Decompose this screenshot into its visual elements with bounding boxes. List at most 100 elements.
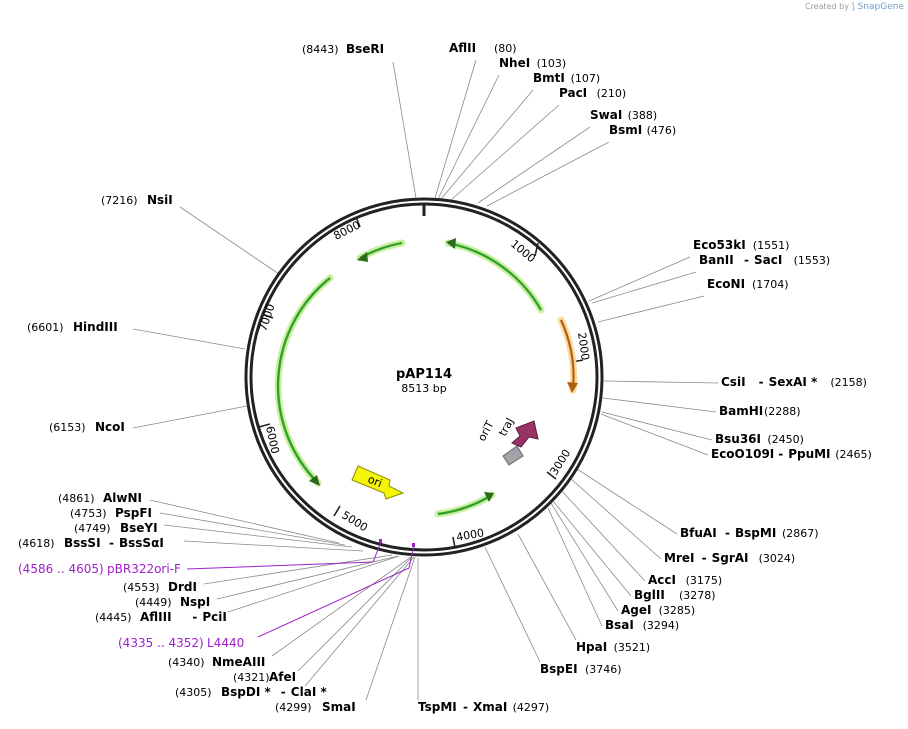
site-name: BmtI [533, 71, 565, 85]
site-label-tspmi[interactable]: TspMI-XmaI(4297) [418, 700, 549, 714]
site-name-separator: - [744, 253, 749, 267]
site-name: HpaI [576, 640, 607, 654]
site-name: AflII [449, 41, 476, 55]
site-leader [149, 499, 340, 544]
site-label-bsu36i[interactable]: Bsu36I(2450) [715, 432, 804, 446]
site-label-econi[interactable]: EcoNI(1704) [707, 277, 789, 291]
site-position: (8443) [302, 43, 339, 56]
site-label-afei[interactable]: (4321)AfeI [233, 670, 296, 684]
primer-label-pbr322ori-f[interactable]: (4586 .. 4605)pBR322ori-F [18, 562, 181, 576]
site-leader [569, 477, 662, 560]
backbone-outer [244, 197, 604, 557]
site-label-pspfi[interactable]: (4753)PspFI [70, 506, 152, 520]
site-label-bamhi[interactable]: BamHI(2288) [719, 404, 801, 418]
orange-arrowhead [567, 382, 578, 393]
site-label-bmti[interactable]: BmtI(107) [533, 71, 600, 85]
site-name-separator: - [778, 447, 783, 461]
site-label-bsmi[interactable]: BsmI (476) [609, 123, 676, 137]
site-label-nhei[interactable]: NheI (103) [499, 56, 566, 70]
primer-leader [372, 541, 382, 563]
site-label-bspei[interactable]: BspEI(3746) [540, 662, 622, 676]
tick-label-4000: 4000 [455, 526, 485, 544]
site-label-smai[interactable]: (4299)SmaI [275, 700, 356, 714]
site-name: AfeI [269, 670, 296, 684]
site-label-eco53ki[interactable]: Eco53kI(1551) [693, 238, 789, 252]
site-leader [547, 507, 603, 627]
primer-label-l4440[interactable]: (4335 .. 4352)L4440 [118, 636, 244, 650]
oriT-feature [502, 445, 524, 466]
primer-name: pBR322ori-F [107, 562, 181, 576]
site-name: NmeAIII [212, 655, 265, 669]
site-label-agei[interactable]: AgeI(3285) [621, 603, 695, 617]
site-label-afliii[interactable]: (4445)AflIII-PciI [95, 610, 227, 624]
site-name: BglII [634, 588, 665, 602]
site-position: (476) [647, 124, 677, 137]
site-position: (1704) [752, 278, 789, 291]
site-position: (2867) [782, 527, 819, 540]
cds-arc [447, 241, 543, 311]
tick-label-6000: 6000 [263, 425, 282, 455]
site-label-bfuai[interactable]: BfuAI-BspMI(2867) [680, 526, 819, 540]
tick-mark [534, 242, 539, 257]
tick-mark [452, 536, 456, 549]
site-label-bsai[interactable]: BsaI(3294) [605, 618, 679, 632]
site-label-aflii[interactable]: AflII(80) [449, 41, 517, 55]
site-name: BanII [699, 253, 734, 267]
site-position: (4753) [70, 507, 107, 520]
site-name: AccI [648, 573, 676, 587]
site-position: (4553) [123, 581, 160, 594]
site-label-drdi[interactable]: (4553)DrdI [123, 580, 197, 594]
traJ-feature [511, 420, 539, 448]
site-name: NsiI [147, 193, 173, 207]
site-position: (3285) [659, 604, 696, 617]
site-name: NheI [499, 56, 530, 70]
site-label-ncoi[interactable]: (6153)NcoI [49, 420, 125, 434]
site-name-secondary: BssSαI [119, 536, 164, 550]
site-label-acci[interactable]: AccI(3175) [648, 573, 722, 587]
site-label-nsii[interactable]: (7216) NsiI [101, 193, 173, 207]
primer-leader [408, 545, 415, 569]
site-label-alwni[interactable]: (4861)AlwNI [58, 491, 142, 505]
site-label-bsssi[interactable]: (4618)BssSI-BssSαI [18, 536, 164, 550]
site-position: (3521) [614, 641, 651, 654]
site-label-nmeaiii[interactable]: (4340)NmeAIII [168, 655, 265, 669]
site-leader [179, 206, 280, 275]
site-name-secondary: PciI [202, 610, 227, 624]
site-position: (3746) [585, 663, 622, 676]
site-name-secondary: PpuMI [788, 447, 830, 461]
site-label-bseyi[interactable]: (4749)BseYI [74, 521, 158, 535]
tick-mark [333, 505, 341, 517]
site-name: BseYI [120, 521, 158, 535]
site-label-bglii[interactable]: BglII(3278) [634, 588, 716, 602]
site-name-secondary: SacI [754, 253, 782, 267]
site-name: BsmI [609, 123, 642, 137]
site-label-swai[interactable]: SwaI(388) [590, 108, 657, 122]
site-leader [559, 488, 646, 582]
site-label-ecoo109i[interactable]: EcoO109I-PpuMI(2465) [711, 447, 872, 461]
site-position: (4305) [175, 686, 212, 699]
site-label-bspdi[interactable]: (4305)BspDI *-ClaI * [175, 685, 327, 699]
site-label-paci[interactable]: PacI(210) [559, 86, 626, 100]
site-label-nspi[interactable]: (4449)NspI [135, 595, 210, 609]
snapgene-logo-icon: ⟆ [851, 2, 856, 12]
site-position: (4299) [275, 701, 312, 714]
site-label-bseri[interactable]: (8443)BseRI [302, 42, 384, 56]
site-name: BspDI * [221, 685, 271, 699]
site-leader [304, 556, 415, 687]
site-label-hpai[interactable]: HpaI (3521) [576, 640, 650, 654]
site-label-csii[interactable]: CsiI-SexAI *(2158) [721, 375, 867, 389]
site-position: (103) [537, 57, 567, 70]
site-label-hindiii[interactable]: (6601)HindIII [27, 320, 118, 334]
tick-mark [355, 216, 361, 228]
site-position: (7216) [101, 194, 138, 207]
site-name: Eco53kI [693, 238, 746, 252]
site-label-mrei[interactable]: MreI-SgrAI(3024) [664, 551, 795, 565]
site-label-banii[interactable]: BanII-SacI(1553) [699, 253, 830, 267]
site-position: (4445) [95, 611, 132, 624]
site-leader [227, 555, 400, 613]
site-leader [450, 104, 560, 201]
site-name-separator: - [109, 536, 114, 550]
site-name: MreI [664, 551, 694, 565]
site-leader [183, 540, 364, 552]
